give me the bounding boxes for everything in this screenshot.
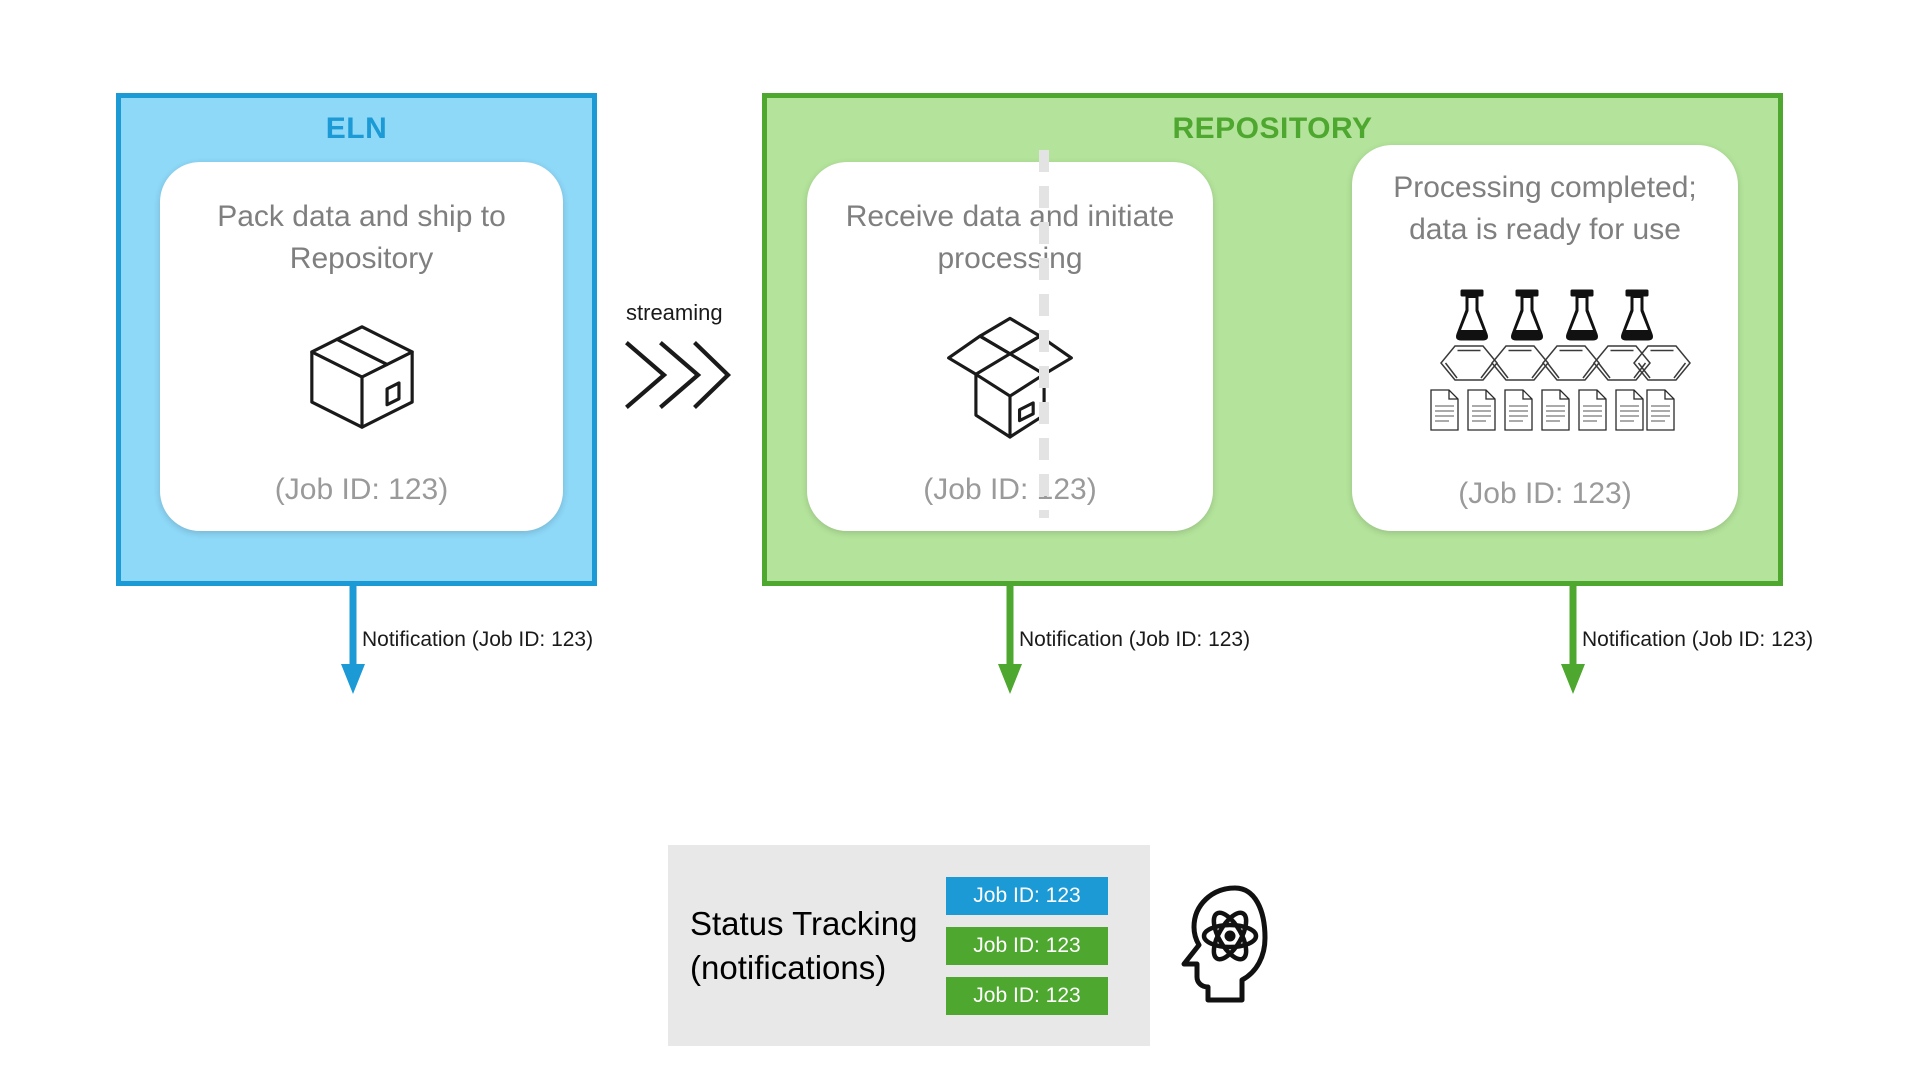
notification-arrow-eln: Notification (Job ID: 123) (340, 586, 593, 703)
closed-box-icon (160, 280, 563, 473)
flasks-molecules-documents-icon (1352, 251, 1738, 477)
notification-arrow-repo-complete: Notification (Job ID: 123) (1560, 586, 1813, 703)
repository-dashed-divider (1039, 150, 1049, 518)
streaming-label: streaming (626, 300, 723, 325)
status-badge-1[interactable]: Job ID: 123 (946, 876, 1108, 915)
status-badge-2[interactable]: Job ID: 123 (946, 926, 1108, 965)
panel-eln: ELN Pack data and ship to Repository (Jo… (116, 93, 597, 586)
card-receive-data[interactable]: Receive data and initiate processing (807, 162, 1213, 531)
streaming-connector: streaming (620, 300, 750, 419)
panel-repository: REPOSITORY Receive data and initiate pro… (762, 93, 1783, 586)
triple-chevron-right-icon (620, 336, 750, 419)
card-receive-data-footer: (Job ID: 123) (923, 473, 1097, 506)
card-pack-data[interactable]: Pack data and ship to Repository (Job ID… (160, 162, 563, 531)
open-box-icon (807, 280, 1213, 473)
card-receive-data-heading: Receive data and initiate processing (845, 200, 1175, 275)
notification-arrow-repo-receive: Notification (Job ID: 123) (997, 586, 1250, 703)
card-pack-data-footer: (Job ID: 123) (274, 473, 449, 506)
card-processing-complete[interactable]: Processing completed; data is ready for … (1352, 145, 1738, 531)
card-processing-complete-heading: Processing completed; data is ready for … (1393, 171, 1697, 246)
status-tracking-label-line1: Status Tracking (690, 904, 918, 942)
panel-repository-title: REPOSITORY (1172, 112, 1373, 145)
status-tracking-label-line2: (notifications) (690, 948, 887, 986)
status-tracking-label: Status Tracking (notifications) (690, 902, 940, 990)
notification-label-eln: Notification (Job ID: 123) (362, 628, 594, 651)
notification-label-repo-complete: Notification (Job ID: 123) (1582, 628, 1814, 651)
notification-label-repo-receive: Notification (Job ID: 123) (1019, 628, 1251, 651)
status-tracking-box: Status Tracking (notifications) Job ID: … (668, 845, 1150, 1046)
status-badge-3[interactable]: Job ID: 123 (946, 976, 1108, 1015)
head-with-atom-icon (1172, 880, 1272, 1010)
status-tracking-badge-list: Job ID: 123 Job ID: 123 Job ID: 123 (946, 876, 1108, 1015)
panel-eln-title: ELN (325, 112, 388, 145)
card-pack-data-heading: Pack data and ship to Repository (217, 200, 506, 275)
card-processing-complete-footer: (Job ID: 123) (1458, 477, 1632, 510)
